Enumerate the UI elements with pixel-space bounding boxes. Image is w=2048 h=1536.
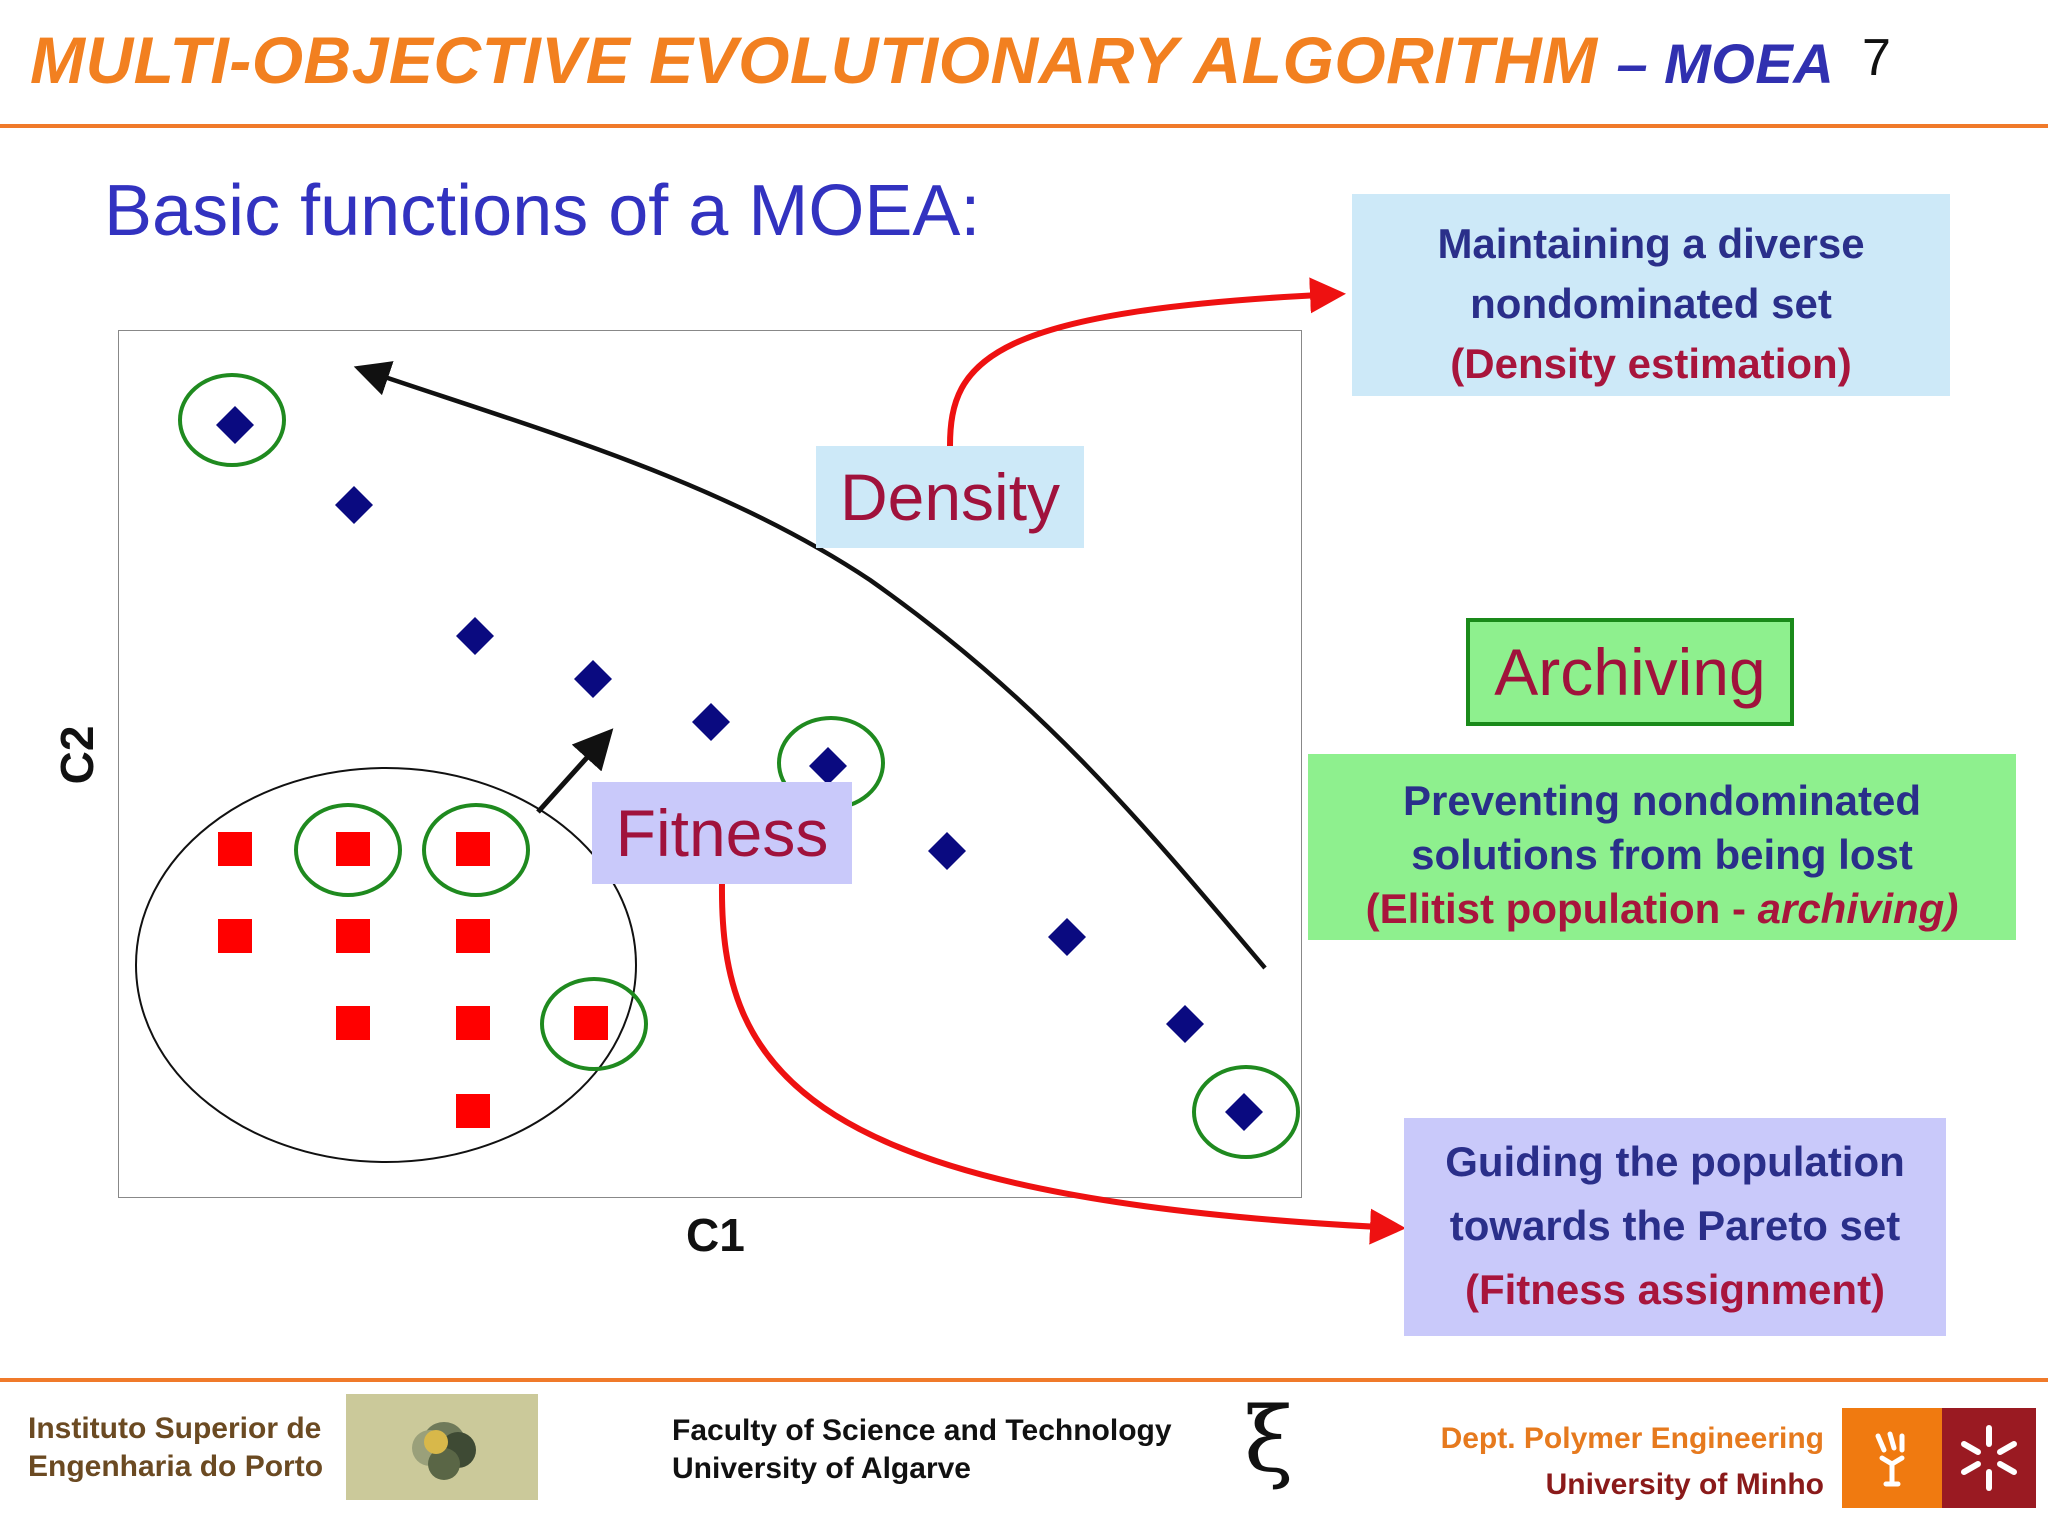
dominated-solution bbox=[574, 1006, 608, 1040]
isep-name: Instituto Superior de Engenharia do Port… bbox=[28, 1412, 324, 1483]
dominated-solution bbox=[336, 919, 370, 953]
minho-name: Dept. Polymer Engineering University of … bbox=[1440, 1422, 1824, 1501]
nondominated-solution bbox=[216, 406, 254, 444]
y-axis-label: C2 bbox=[51, 725, 103, 785]
xi-logo: ξ bbox=[1244, 1388, 1294, 1493]
density-tag: Density bbox=[816, 446, 1084, 548]
selection-circle bbox=[178, 373, 286, 467]
dominated-solution bbox=[336, 832, 370, 866]
fitness-description-box: Guiding the population towards the Paret… bbox=[1404, 1118, 1946, 1336]
archiving-desc-line2: solutions from being lost bbox=[1411, 831, 1913, 878]
convergence-arrow bbox=[536, 728, 614, 814]
density-arrow bbox=[947, 277, 1346, 447]
fitness-desc-line2: towards the Pareto set bbox=[1449, 1202, 1901, 1249]
page-number: 7 bbox=[1862, 29, 1891, 87]
nondominated-solution bbox=[1166, 1005, 1204, 1043]
nondominated-solution bbox=[809, 747, 847, 785]
footer-divider bbox=[0, 1378, 2048, 1382]
nondominated-solution bbox=[574, 660, 612, 698]
density-desc-line1: Maintaining a diverse bbox=[1437, 220, 1865, 267]
selection-circle bbox=[540, 977, 648, 1071]
objective-space-frame bbox=[118, 330, 1302, 1198]
isep-logo bbox=[346, 1394, 538, 1500]
density-desc-line3: (Density estimation) bbox=[1450, 340, 1852, 387]
population-ellipse bbox=[135, 767, 637, 1163]
nondominated-solutions bbox=[216, 406, 1263, 1131]
fitness-desc-line1: Guiding the population bbox=[1445, 1138, 1905, 1185]
archiving-tag: Archiving bbox=[1466, 618, 1794, 726]
dominated-solution bbox=[456, 1094, 490, 1128]
ualg-name: Faculty of Science and Technology Univer… bbox=[672, 1414, 1172, 1485]
archiving-desc-line3: (Elitist population - archiving) bbox=[1365, 885, 1959, 932]
spread-arrow bbox=[353, 361, 1267, 970]
fitness-arrow bbox=[718, 883, 1406, 1245]
dominated-solution bbox=[456, 832, 490, 866]
dominated-solutions bbox=[218, 832, 608, 1128]
density-description-box: Maintaining a diverse nondominated set (… bbox=[1352, 194, 1950, 396]
x-axis-label: C1 bbox=[686, 1209, 745, 1261]
nondominated-solution bbox=[692, 703, 730, 741]
selection-circle bbox=[1192, 1065, 1300, 1159]
archiving-desc-line1: Preventing nondominated bbox=[1402, 777, 1922, 824]
slide-title-suffix: – MOEA bbox=[1616, 32, 1835, 95]
selection-circle bbox=[294, 803, 402, 897]
nondominated-solution bbox=[1048, 918, 1086, 956]
dominated-solution bbox=[456, 919, 490, 953]
minho-logo-orange bbox=[1842, 1408, 1942, 1508]
slide-title: MULTI-OBJECTIVE EVOLUTIONARY ALGORITHM –… bbox=[30, 23, 1835, 97]
slide-subtitle: Basic functions of a MOEA: bbox=[104, 171, 981, 251]
nondominated-solution bbox=[1225, 1093, 1263, 1131]
dominated-solution bbox=[336, 1006, 370, 1040]
header-divider bbox=[0, 124, 2048, 128]
fitness-desc-line3: (Fitness assignment) bbox=[1464, 1266, 1886, 1313]
selection-circle bbox=[422, 803, 530, 897]
archiving-description-box: Preventing nondominated solutions from b… bbox=[1308, 754, 2016, 940]
nondominated-solution bbox=[335, 486, 373, 524]
nondominated-solution bbox=[928, 832, 966, 870]
dominated-solution bbox=[456, 1006, 490, 1040]
nondominated-solution bbox=[456, 617, 494, 655]
dominated-solution bbox=[218, 919, 252, 953]
minho-logo-red bbox=[1942, 1408, 2036, 1508]
density-desc-line2: nondominated set bbox=[1470, 280, 1832, 327]
fitness-tag: Fitness bbox=[592, 782, 852, 884]
dominated-solution bbox=[218, 832, 252, 866]
